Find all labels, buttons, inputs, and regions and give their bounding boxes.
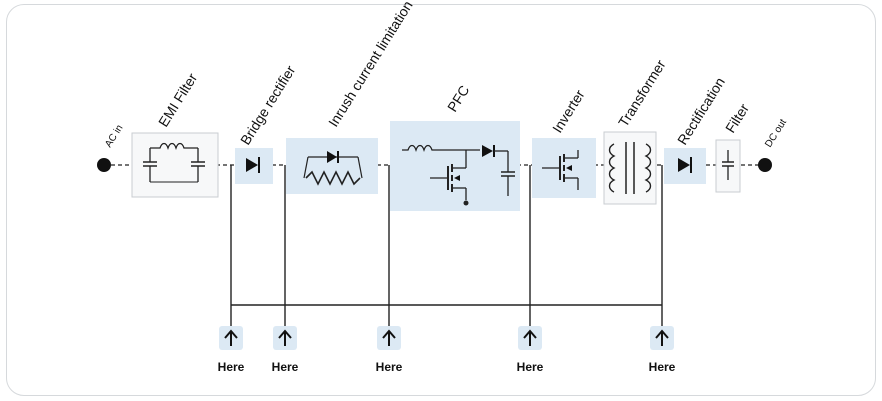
rectification-label: Rectification bbox=[674, 74, 728, 147]
pfc-label: PFC bbox=[444, 82, 472, 114]
dc-out-terminal bbox=[758, 158, 772, 172]
filter-block bbox=[715, 139, 741, 193]
here-marker: Here bbox=[272, 326, 299, 374]
dc-out-label: DC out bbox=[763, 117, 789, 149]
transformer-block bbox=[603, 131, 657, 205]
here-marker: Here bbox=[218, 326, 245, 374]
measurement-lines bbox=[230, 165, 663, 328]
bridge-rectifier-label: Bridge rectifier bbox=[237, 62, 299, 147]
here-label: Here bbox=[218, 360, 245, 374]
here-label: Here bbox=[517, 360, 544, 374]
here-label: Here bbox=[649, 360, 676, 374]
here-marker: Here bbox=[517, 326, 544, 374]
here-label: Here bbox=[376, 360, 403, 374]
inverter-label: Inverter bbox=[549, 87, 588, 136]
filter-label: Filter bbox=[722, 100, 752, 135]
inrush-limiter-block bbox=[286, 138, 378, 194]
emi-filter-label: EMI Filter bbox=[155, 70, 200, 130]
transformer-label: Transformer bbox=[615, 57, 669, 130]
ac-in-label: AC in bbox=[103, 123, 125, 150]
rectification-block bbox=[664, 148, 706, 184]
pfc-block bbox=[390, 121, 520, 211]
here-label: Here bbox=[272, 360, 299, 374]
ac-in-terminal bbox=[97, 158, 111, 172]
here-marker: Here bbox=[649, 326, 676, 374]
here-marker: Here bbox=[376, 326, 403, 374]
bridge-rectifier-block bbox=[235, 148, 273, 184]
emi-filter-block bbox=[131, 132, 219, 198]
inverter-block bbox=[532, 138, 596, 198]
inrush-label: Inrush current limitation bbox=[325, 0, 416, 130]
